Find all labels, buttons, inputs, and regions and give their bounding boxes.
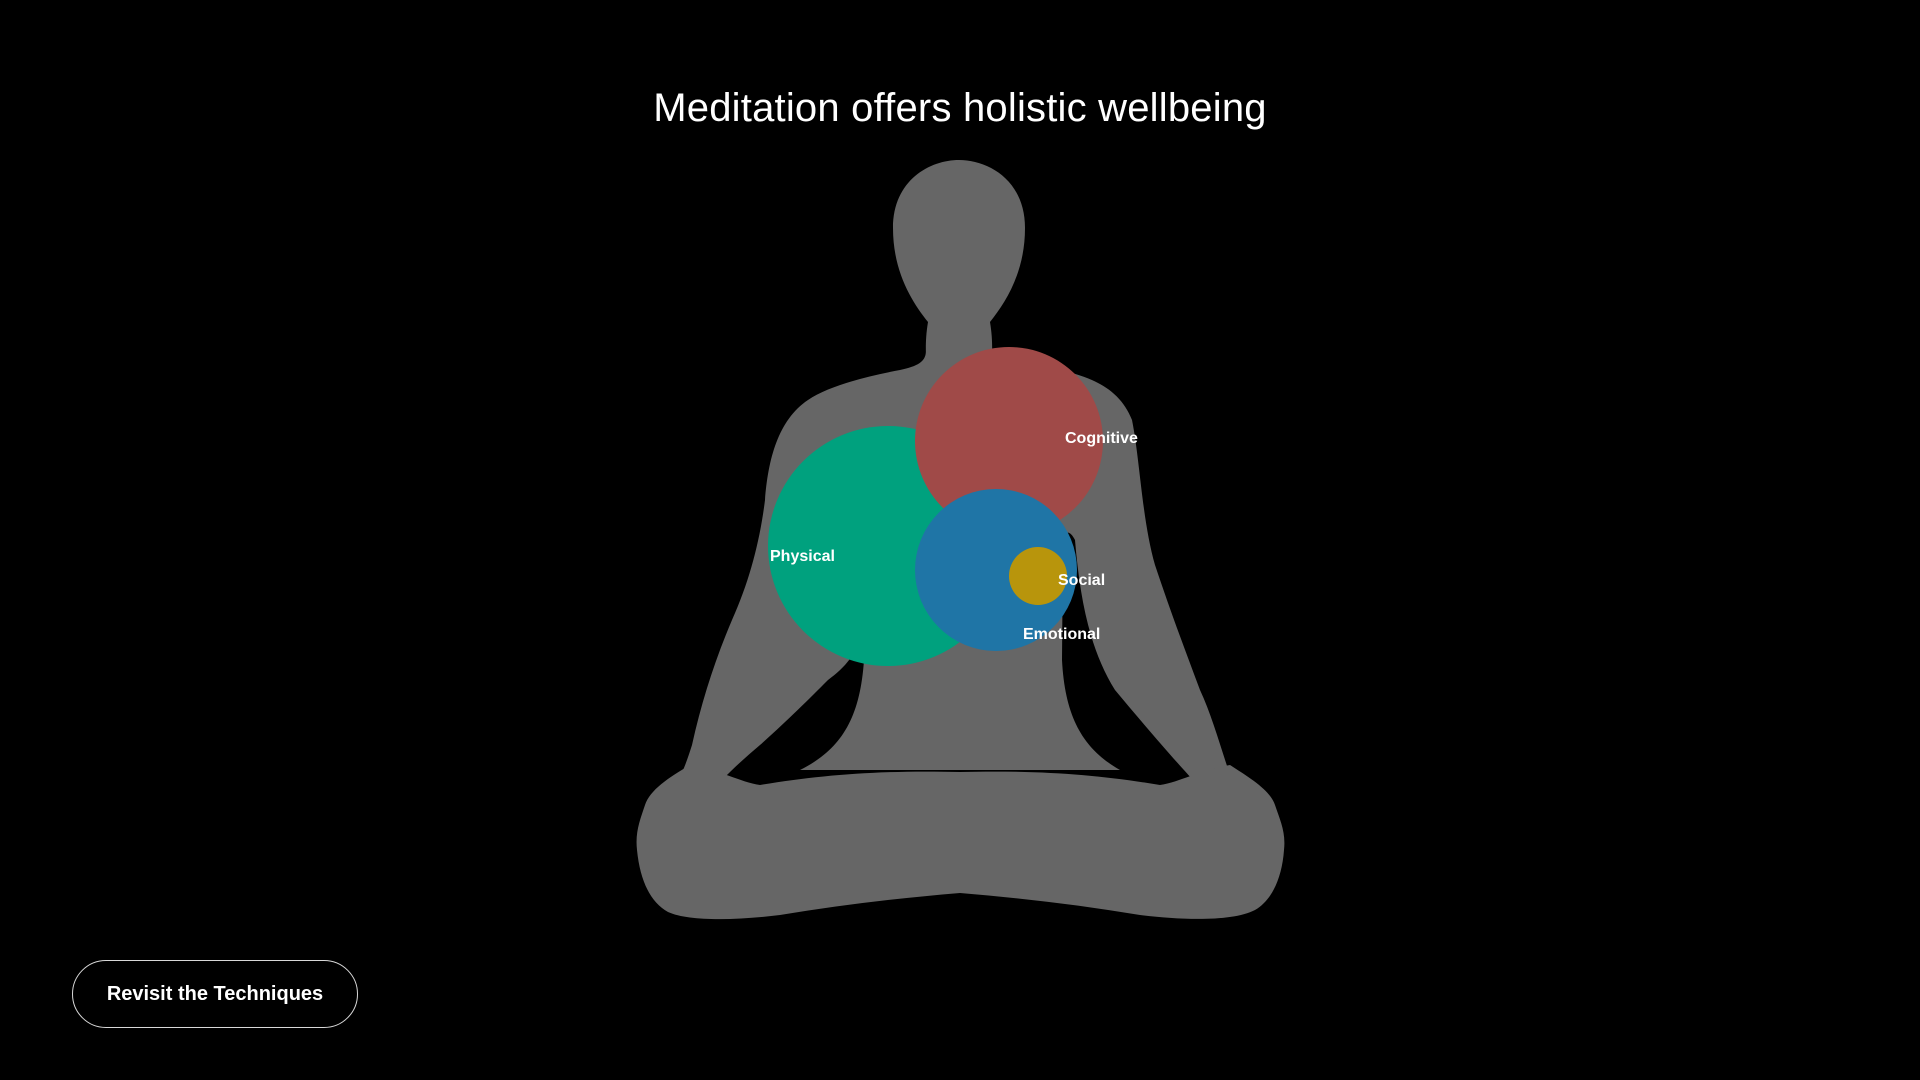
page-title: Meditation offers holistic wellbeing [653, 86, 1267, 130]
emotional-circle [915, 489, 1077, 651]
social-circle [1009, 547, 1067, 605]
revisit-techniques-button[interactable]: Revisit the Techniques [72, 960, 358, 1028]
cognitive-label: Cognitive [1065, 430, 1138, 447]
silhouette-legs [636, 765, 1285, 920]
emotional-label: Emotional [1023, 626, 1100, 643]
physical-label: Physical [770, 548, 835, 565]
silhouette-head [893, 160, 1025, 360]
cognitive-circle [915, 347, 1103, 535]
social-label: Social [1058, 572, 1105, 589]
